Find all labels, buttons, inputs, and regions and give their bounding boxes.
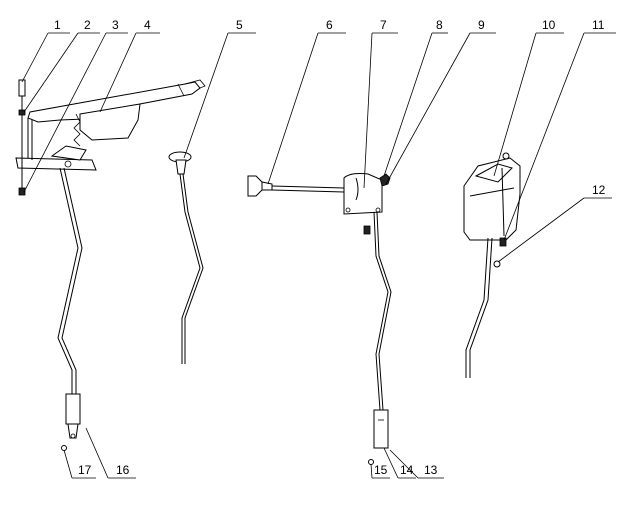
callout-13: 13 (424, 463, 438, 477)
callout-2: 2 (84, 18, 91, 32)
callout-12: 12 (592, 183, 606, 197)
callout-14: 14 (400, 463, 414, 477)
callout-6: 6 (326, 18, 333, 32)
callout-9: 9 (478, 18, 485, 32)
callout-17: 17 (78, 463, 92, 477)
leader-lines (21, 32, 616, 479)
knob-lever-assembly (168, 151, 204, 364)
callout-3: 3 (112, 18, 119, 32)
callout-8: 8 (436, 18, 443, 32)
callout-5: 5 (236, 18, 243, 32)
hand-lever-assembly (15, 79, 206, 451)
cable-housing-assembly (247, 173, 392, 465)
callout-10: 10 (542, 18, 556, 32)
callout-15: 15 (374, 463, 388, 477)
callout-16: 16 (116, 463, 130, 477)
cover-bracket-assembly (463, 152, 521, 378)
callout-4: 4 (144, 18, 151, 32)
callout-11: 11 (592, 18, 605, 32)
callout-labels: 1 2 3 4 5 6 7 8 9 10 11 12 13 14 15 16 1… (54, 18, 606, 477)
callout-1: 1 (54, 18, 61, 32)
callout-7: 7 (380, 18, 387, 32)
